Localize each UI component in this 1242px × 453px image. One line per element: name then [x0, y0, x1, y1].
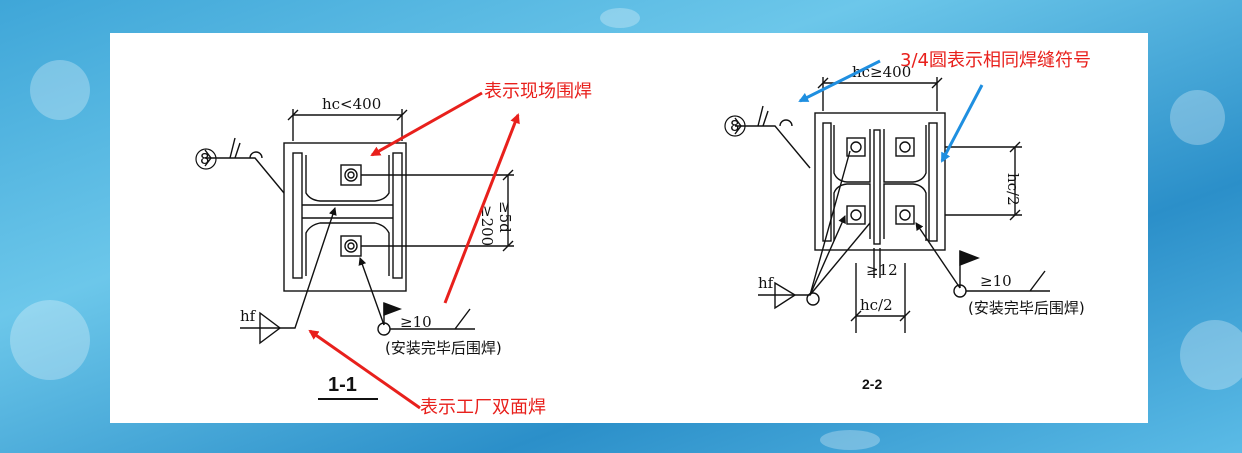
left-dim-vertical-1: ≥200 [478, 205, 496, 246]
blue-annotations: 3/4圆表示相同焊缝符号 [798, 50, 1091, 163]
shop-weld-annotation: 表示工厂双面焊 [420, 397, 546, 418]
right-weld-size: ≥10 [980, 272, 1012, 290]
red-annotations: 表示现场围焊 表示工厂双面焊 [308, 81, 592, 418]
right-dim-bottom: hc/2 [860, 296, 893, 314]
right-hf-label: hf [758, 274, 775, 292]
left-weld-size: ≥10 [400, 313, 432, 331]
right-detail [734, 77, 1050, 333]
right-marker-number: 8 [730, 117, 740, 135]
left-dim-top: hc<400 [322, 95, 381, 113]
left-outer-plate [283, 142, 407, 292]
left-section-label: 1-1 [328, 374, 357, 396]
right-section-label: 2-2 [862, 376, 882, 392]
left-texts: 8 hc<400 ≥200 ≥5d ≥10 (安装完毕后围焊) hf 1-1 [195, 95, 514, 400]
left-dim-vertical-2: ≥5d [496, 201, 514, 233]
weld-detail-diagram: 8 hc<400 ≥200 ≥5d ≥10 (安装完毕后围焊) hf 1-1 表… [195, 50, 1091, 418]
field-weld-annotation: 表示现场围焊 [484, 81, 592, 102]
left-detail [204, 109, 514, 345]
diagram-panel: 8 hc<400 ≥200 ≥5d ≥10 (安装完毕后围焊) hf 1-1 表… [110, 33, 1148, 423]
right-texts: 8 hc≥400 hc/2 ≥12 hc/2 ≥10 (安装完毕后围焊) hf … [724, 63, 1085, 392]
right-dim-gap: ≥12 [866, 261, 898, 279]
right-dim-side: hc/2 [1004, 173, 1022, 206]
left-marker-number: 8 [200, 150, 210, 168]
three-quarter-circle-annotation: 3/4圆表示相同焊缝符号 [900, 50, 1091, 71]
right-note: (安装完毕后围焊) [968, 299, 1085, 317]
left-hf-label: hf [240, 307, 257, 325]
left-note: (安装完毕后围焊) [385, 339, 502, 357]
